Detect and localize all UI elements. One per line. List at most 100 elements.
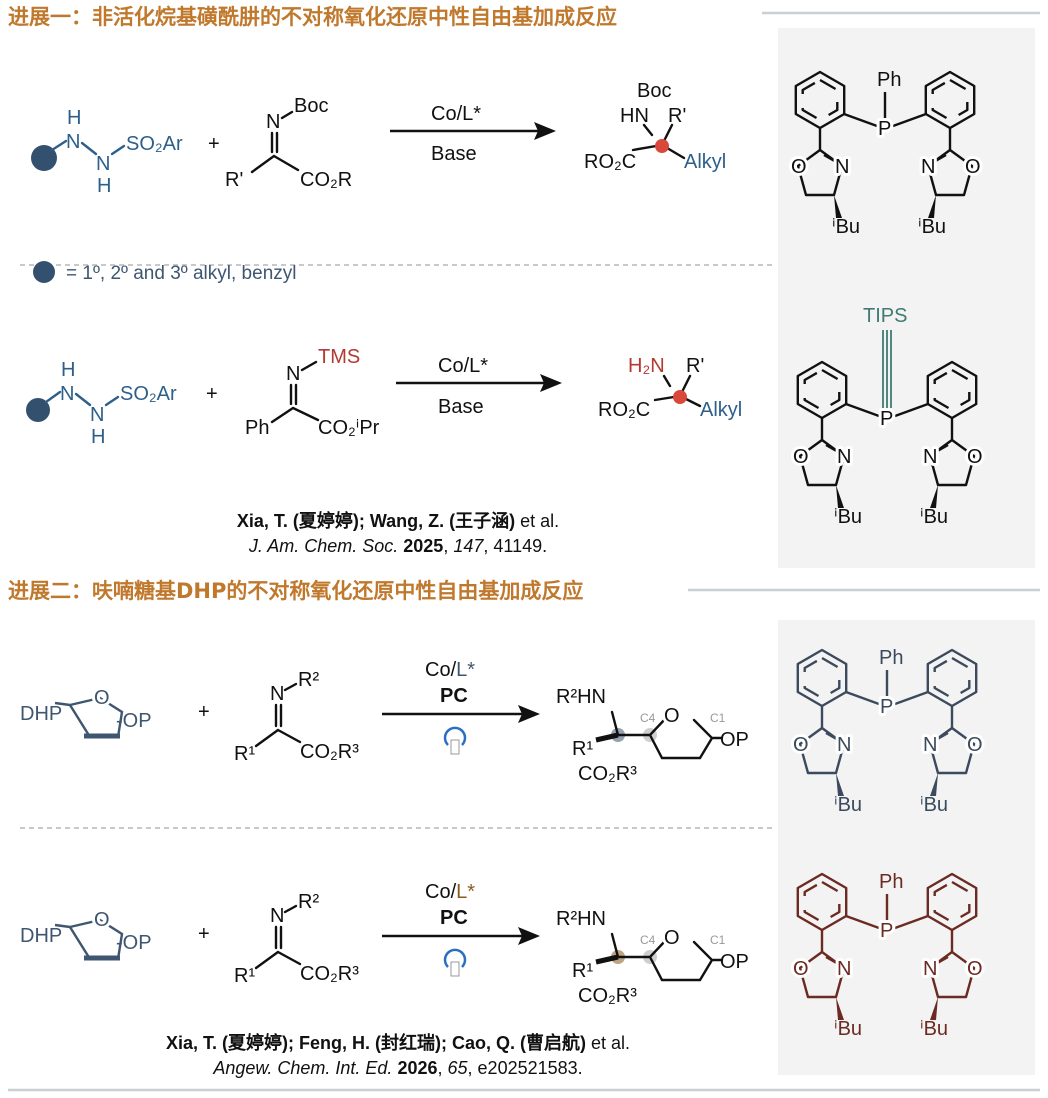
product-ring-oxygen: O — [664, 705, 680, 727]
imine-bonds — [254, 682, 302, 748]
alkyl-dot-icon — [33, 261, 55, 283]
citation-1-authors: Xia, T. (夏婷婷); Wang, Z. (王子涵) et al. — [237, 510, 559, 531]
aromatic-bonds — [803, 880, 841, 924]
hydrazine-h: H — [97, 175, 111, 197]
imine-ester: CO₂R³ — [300, 741, 359, 763]
isobutyl-label: ⁱBu — [834, 506, 862, 528]
plus-sign: + — [198, 923, 210, 945]
aromatic-bonds — [803, 656, 841, 700]
oxazoline-o: O — [967, 446, 983, 468]
isobutyl-label: ⁱBu — [918, 216, 946, 238]
furanose-ring — [68, 696, 124, 739]
oxazoline-n: N — [921, 156, 935, 178]
aromatic-bonds — [931, 78, 969, 122]
imine-bonds — [254, 904, 302, 970]
product-alkyl: Alkyl — [700, 399, 742, 421]
imine-ester: CO₂R — [300, 169, 352, 191]
product-ring-oxygen: O — [664, 927, 680, 949]
oxazoline-o: O — [793, 446, 809, 468]
oxazoline-n: N — [923, 446, 937, 468]
oxazoline-ring — [926, 148, 974, 197]
oxazoline-o: O — [793, 734, 809, 756]
isobutyl-label: ⁱBu — [920, 794, 948, 816]
wedge-bond — [928, 195, 936, 218]
isobutyl-label: ⁱBu — [832, 216, 860, 238]
phosphorus-label: P — [880, 408, 893, 430]
arrow-icon — [518, 705, 540, 723]
c1-label: C1 — [710, 711, 726, 725]
imine-ester: CO₂R³ — [300, 963, 359, 985]
oxazoline-n: N — [923, 958, 937, 980]
product-bonds — [610, 710, 724, 760]
citation-1-reference: J. Am. Chem. Soc. 2025, 147, 41149. — [248, 536, 547, 556]
oxazoline-o: O — [967, 958, 983, 980]
catalyst-label: Co/L* — [431, 103, 481, 125]
oxazoline-ring — [798, 726, 846, 775]
imine-protecting-group: Boc — [294, 95, 328, 117]
oxazoline-ring — [798, 950, 846, 999]
isobutyl-label: ⁱBu — [834, 794, 862, 816]
oxazoline-n: N — [837, 734, 851, 756]
product-nh: HN — [620, 105, 649, 127]
light-bulb-icon — [443, 726, 467, 746]
phenyl-label: Ph — [879, 647, 903, 669]
oxazoline-n: N — [837, 958, 851, 980]
photocatalyst-label: PC — [440, 907, 468, 929]
sulfonyl-group: SO₂Ar — [126, 133, 183, 155]
oxazoline-n: N — [835, 156, 849, 178]
plus-sign: + — [206, 383, 218, 405]
oxazoline-ring — [928, 726, 976, 775]
oxazoline-n: N — [837, 446, 851, 468]
oxazoline-o: O — [793, 958, 809, 980]
product-bonds — [610, 932, 724, 982]
plus-sign: + — [208, 133, 220, 155]
arrow-icon — [540, 374, 562, 392]
sulfonyl-group: SO₂Ar — [120, 383, 177, 405]
hydrazine-n: N — [60, 383, 74, 405]
c4-label: C4 — [640, 711, 656, 725]
reaction-1: H N N H SO₂Ar + N Boc R' CO₂R Co/L* Base… — [31, 80, 726, 197]
product-ester: CO₂R³ — [578, 985, 637, 1007]
imine-r2: R² — [298, 669, 319, 691]
product-r1: R¹ — [572, 960, 593, 982]
product-ester: CO₂R³ — [578, 763, 637, 785]
imine-n: N — [270, 905, 284, 927]
photocatalyst-label: PC — [440, 685, 468, 707]
product-r1: R¹ — [572, 738, 593, 760]
c1-label: C1 — [710, 933, 726, 947]
product-op: OP — [720, 729, 749, 751]
phosphorus-label: P — [878, 118, 891, 140]
product-amine: R²HN — [556, 908, 606, 930]
op-label: -OP — [116, 710, 152, 732]
aromatic-bonds — [933, 656, 971, 700]
imine-n: N — [286, 363, 300, 385]
aromatic-bonds — [933, 368, 971, 412]
arrow-icon — [534, 122, 556, 140]
hydrazine-h: H — [67, 107, 81, 129]
wedge-bond — [930, 997, 938, 1020]
section-title-1: 进展一：非活化烷基磺酰肼的不对称氧化还原中性自由基加成反应 — [8, 5, 617, 29]
hydrazine-n: N — [66, 131, 80, 153]
oxazoline-ring — [798, 438, 846, 487]
isobutyl-label: ⁱBu — [920, 1018, 948, 1040]
hydrazine-n: N — [96, 153, 110, 175]
phenyl-label: Ph — [877, 69, 901, 91]
product-ester: RO₂C — [584, 151, 636, 173]
aromatic-bonds — [803, 368, 841, 412]
base-label: Base — [438, 396, 484, 418]
ring-oxygen: O — [94, 687, 110, 709]
wedge-bond — [836, 773, 844, 796]
arrow-icon — [518, 927, 540, 945]
oxazoline-ring — [928, 438, 976, 487]
imine-n: N — [266, 111, 280, 133]
product-op: OP — [720, 951, 749, 973]
oxazoline-ring — [796, 148, 844, 197]
alkyl-legend: = 1º, 2º and 3º alkyl, benzyl — [66, 263, 296, 284]
oxazoline-o: O — [791, 156, 807, 178]
